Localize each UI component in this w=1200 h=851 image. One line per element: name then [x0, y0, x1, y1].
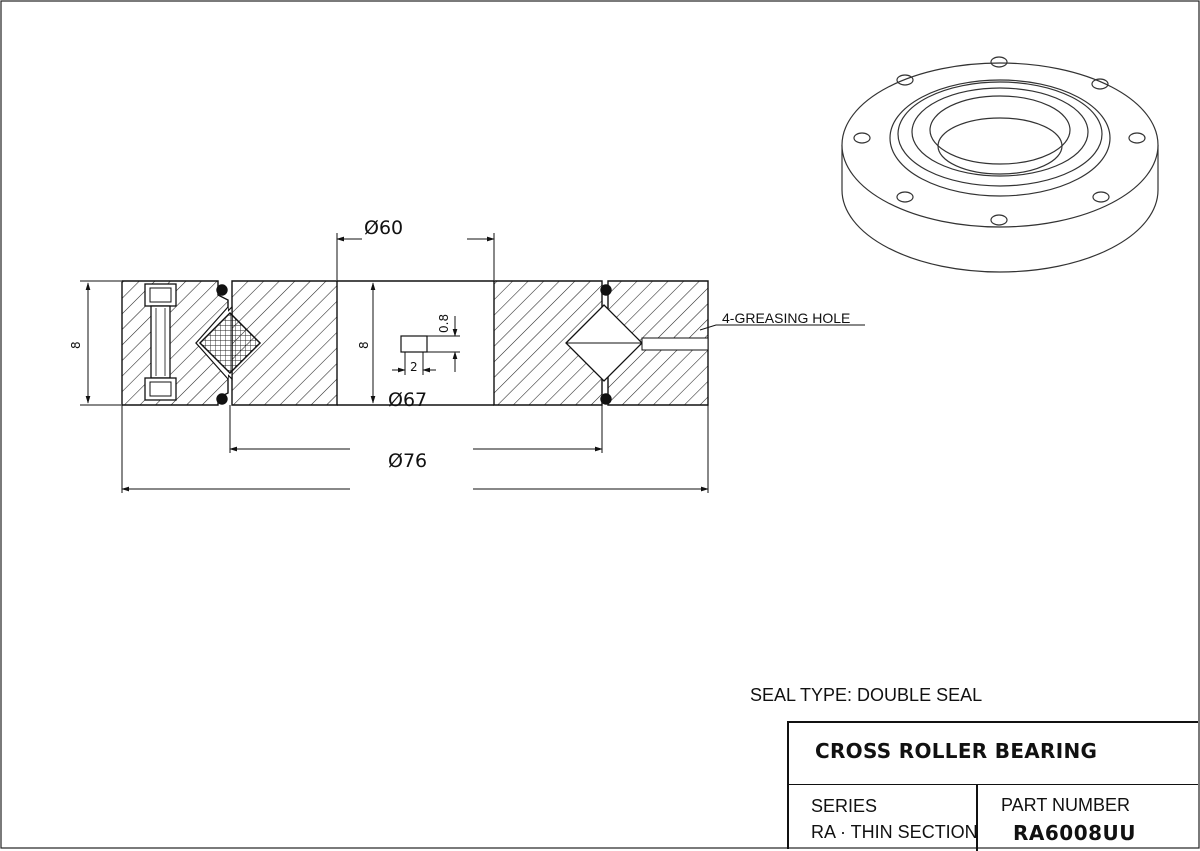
seal-left-top: [216, 284, 228, 296]
series-label: SERIES: [811, 796, 878, 816]
dimension-lines: [80, 233, 865, 493]
title-block-header: CROSS ROLLER BEARING: [789, 723, 1198, 785]
left-outer-ring-section: [121, 280, 229, 406]
seal-type-note: SEAL TYPE: DOUBLE SEAL: [750, 685, 983, 705]
greasing-hole-detail: [400, 335, 428, 353]
part-number-value: RA6008UU: [1013, 821, 1137, 845]
series-value: RA · THIN SECTION: [811, 822, 978, 842]
part-number-label: PART NUMBER: [1001, 795, 1131, 815]
bolt-shank: [150, 305, 171, 379]
dim-outer-diameter-label: Ø76: [388, 450, 427, 472]
dim-height-center-label: 8: [357, 341, 371, 349]
title-block-divider: [976, 785, 978, 851]
greasing-hole-callout: 4-GREASING HOLE: [722, 310, 850, 326]
isometric-view: [841, 56, 1159, 273]
dim-hole-depth-label: 0.8: [437, 314, 451, 333]
seal-right-bottom: [600, 393, 612, 405]
drawing-title: CROSS ROLLER BEARING: [815, 739, 1098, 763]
seal-right-top: [600, 284, 612, 296]
title-block: CROSS ROLLER BEARING SERIES RA · THIN SE…: [787, 721, 1198, 851]
dim-inner-race-label: Ø67: [388, 389, 427, 411]
dim-height-left-label: 8: [69, 341, 83, 349]
seal-left-bottom: [216, 393, 228, 405]
right-inner-ring-section: [493, 280, 603, 406]
dim-bore-label: Ø60: [364, 217, 403, 239]
dim-hole-width-label: 2: [410, 360, 418, 374]
section-view: [121, 280, 709, 406]
roller-section: [198, 311, 262, 375]
